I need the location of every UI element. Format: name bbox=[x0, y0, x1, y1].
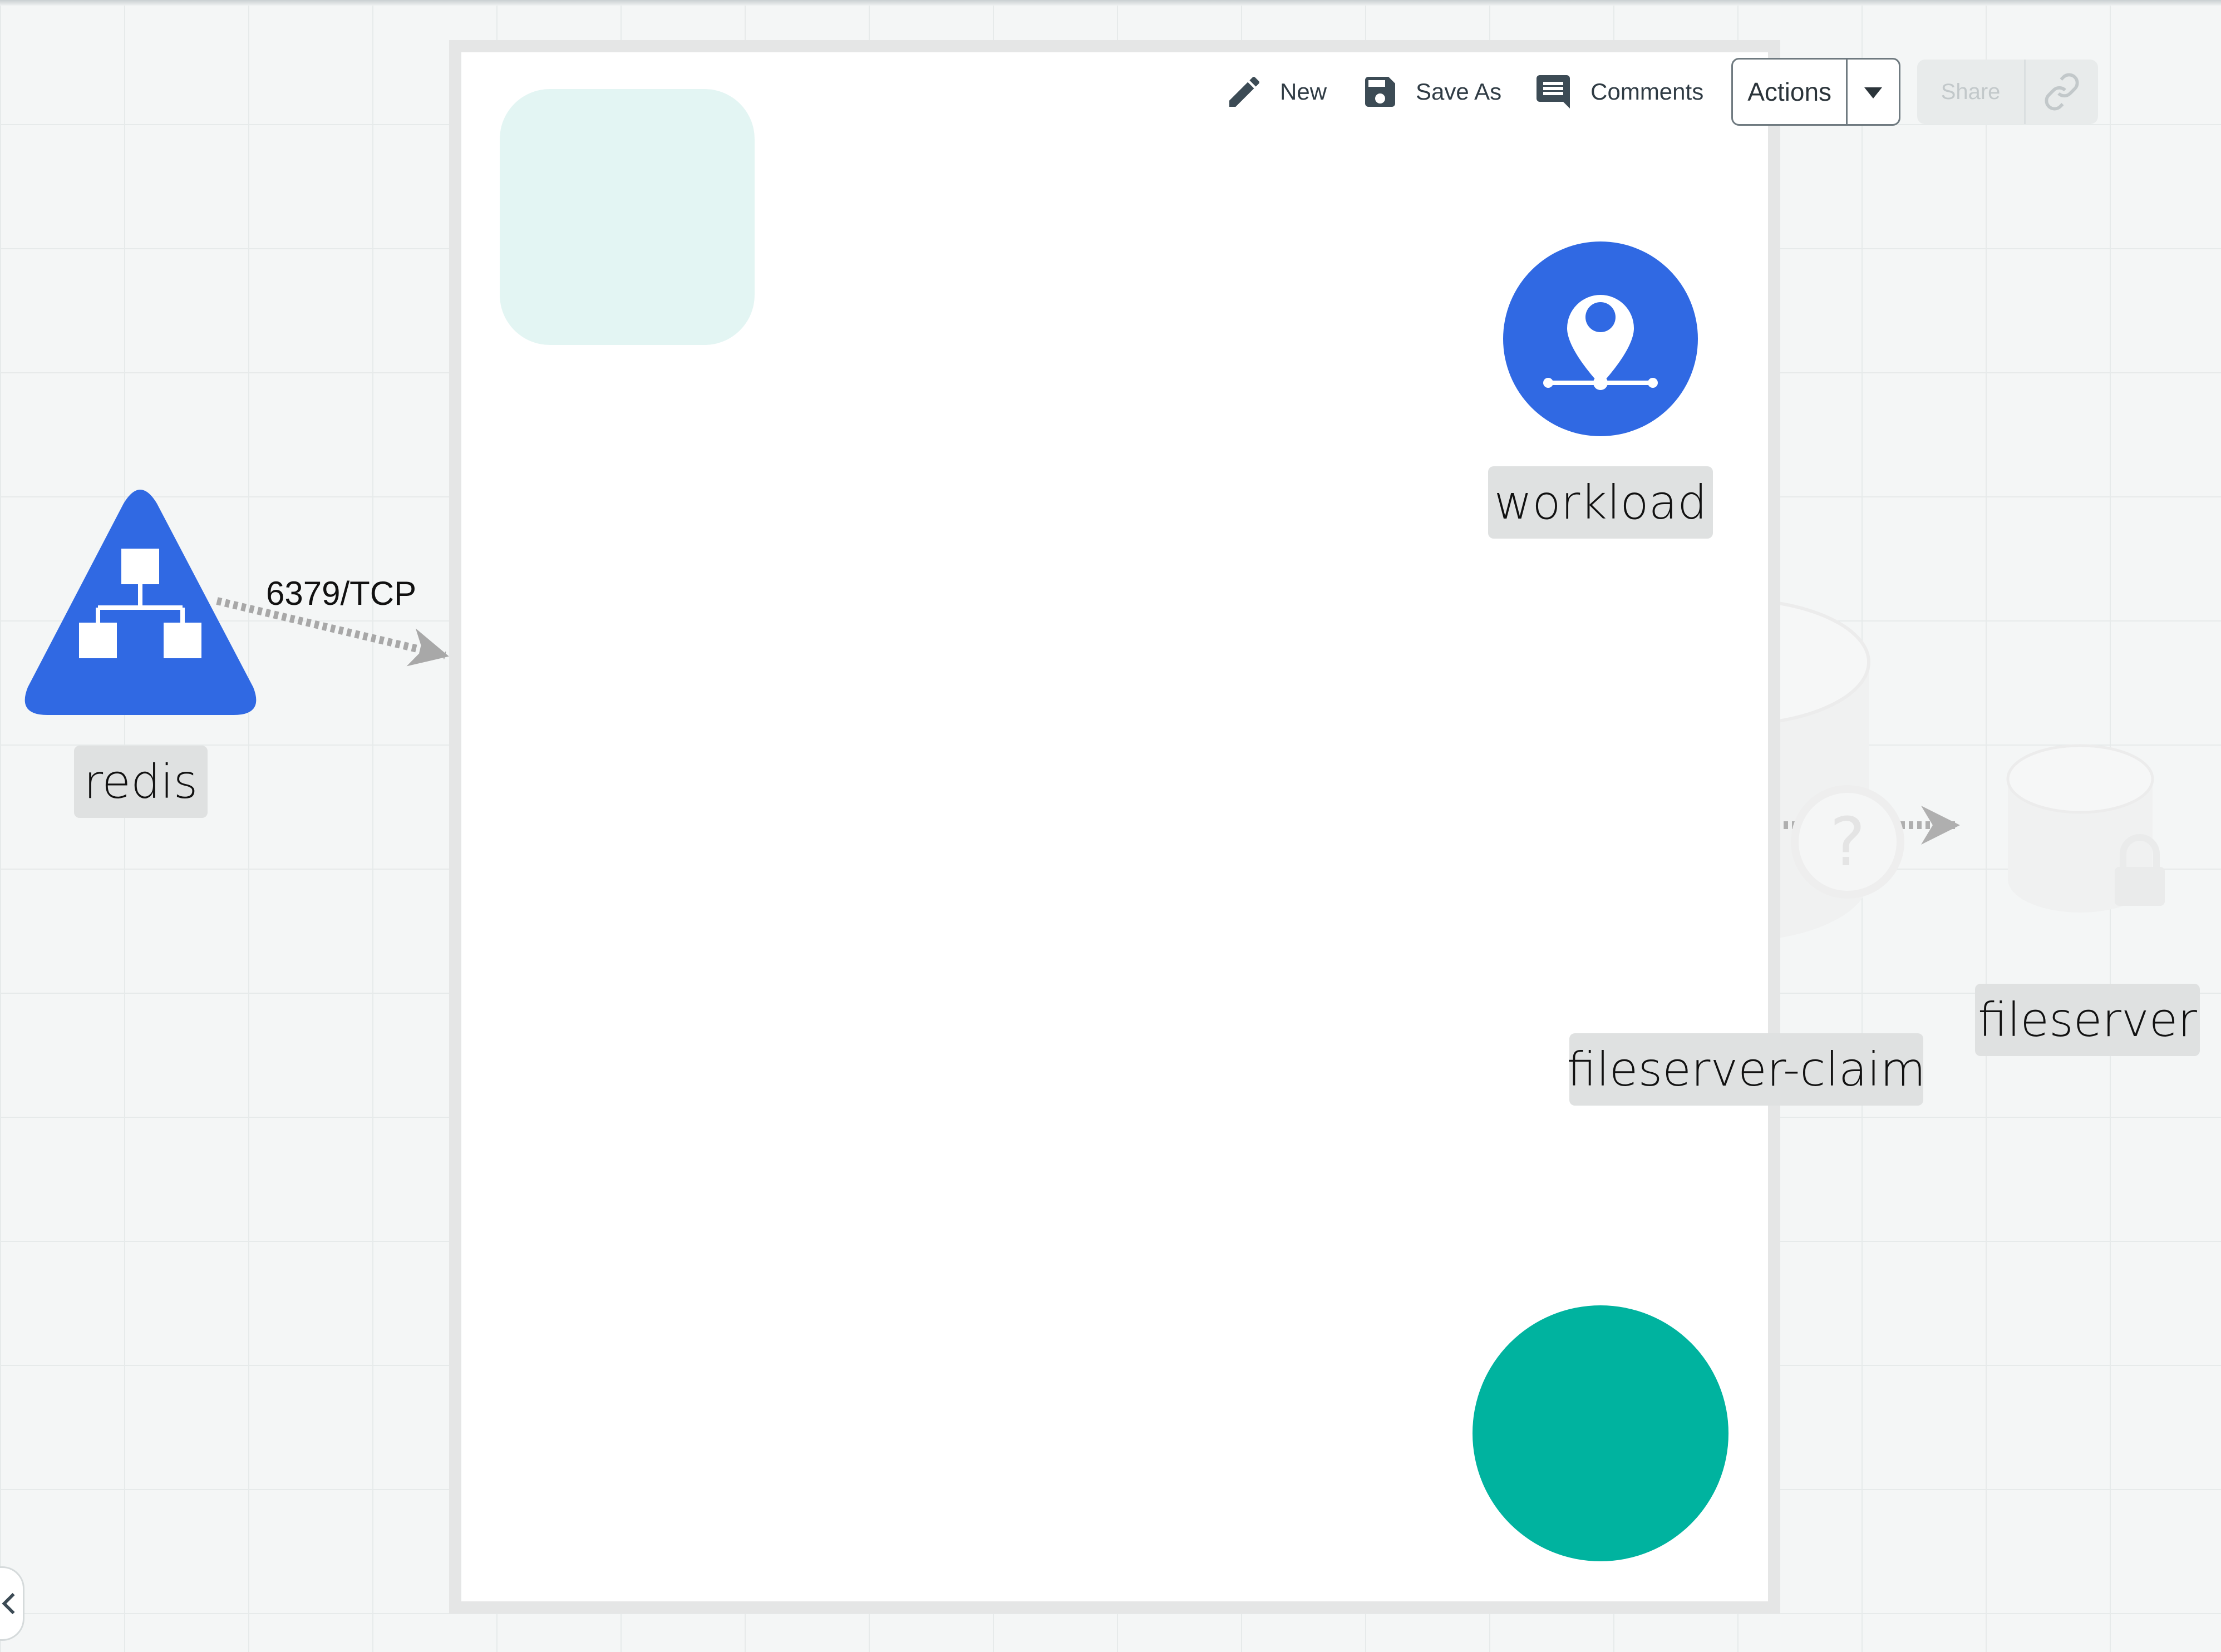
redis-edge[interactable] bbox=[216, 597, 449, 667]
comments-button[interactable]: Comments bbox=[1518, 61, 1720, 122]
svg-text:?: ? bbox=[1830, 804, 1865, 881]
workload-node[interactable] bbox=[1503, 241, 1698, 436]
share-button[interactable]: Share bbox=[1941, 79, 2001, 104]
redis-label: redis bbox=[74, 746, 208, 818]
fileserver-claim-label: fileserver-claim bbox=[1567, 1033, 1925, 1106]
teal-circle-node[interactable] bbox=[1473, 1305, 1728, 1561]
chevron-left-icon bbox=[2, 1592, 15, 1615]
redis-node[interactable] bbox=[24, 490, 257, 715]
save-as-button[interactable]: Save As bbox=[1343, 61, 1518, 122]
pencil-icon bbox=[1229, 76, 1260, 107]
actions-label[interactable]: Actions bbox=[1747, 77, 1832, 106]
toolbar: New Save As Comments Actions Share bbox=[1208, 56, 2099, 128]
pv-database-lock-icon[interactable] bbox=[2006, 744, 2165, 913]
fileserver-label: fileserver bbox=[1975, 984, 2200, 1056]
new-label: New bbox=[1280, 78, 1327, 105]
comments-label: Comments bbox=[1590, 78, 1704, 105]
chevron-down-icon[interactable] bbox=[1846, 60, 1899, 124]
pin-icon bbox=[1543, 295, 1658, 390]
service-triangle-icon bbox=[79, 549, 201, 658]
top-border bbox=[0, 0, 2221, 6]
share-group: Share bbox=[1917, 60, 2099, 124]
help-icon[interactable]: ? bbox=[1791, 785, 1904, 899]
mint-rectangle-node[interactable] bbox=[500, 89, 755, 345]
new-button[interactable]: New bbox=[1208, 61, 1343, 122]
comment-icon bbox=[1537, 75, 1570, 109]
redis-edge-port-label: 6379/TCP bbox=[266, 575, 417, 612]
save-as-label: Save As bbox=[1416, 78, 1502, 105]
actions-dropdown[interactable]: Actions bbox=[1731, 58, 1901, 126]
workload-label: workload bbox=[1488, 466, 1713, 539]
save-icon bbox=[1365, 77, 1396, 107]
sidebar-toggle[interactable] bbox=[0, 1566, 24, 1641]
link-icon[interactable] bbox=[2024, 60, 2098, 124]
